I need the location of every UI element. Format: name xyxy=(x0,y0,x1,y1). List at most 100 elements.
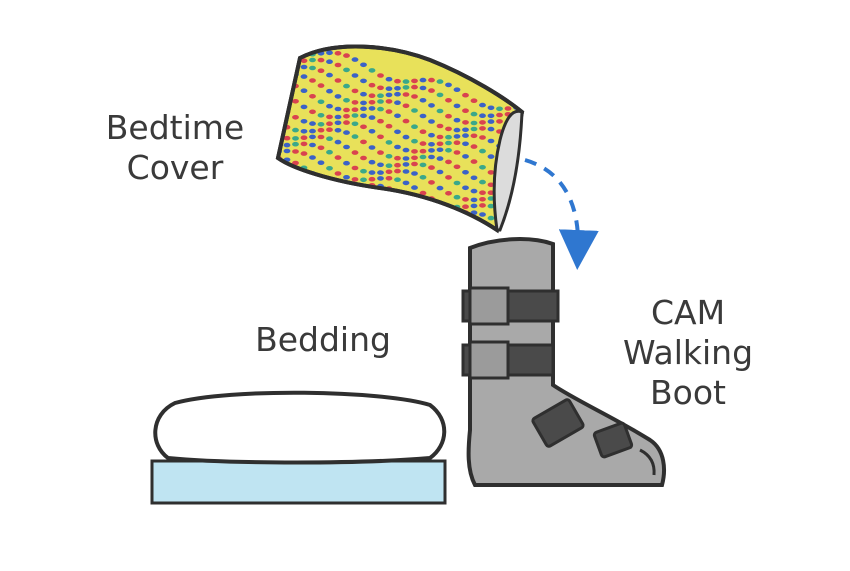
cover-pattern-dot xyxy=(309,94,316,99)
cover-pattern-dot xyxy=(317,145,325,151)
cover-pattern-dot xyxy=(402,180,410,186)
cover-pattern-dot xyxy=(470,98,478,103)
cover-pattern-dot xyxy=(402,211,410,217)
cover-pattern-dot xyxy=(419,77,427,83)
cover-pattern-dot xyxy=(479,190,486,195)
cover-pattern-dot xyxy=(479,148,486,154)
cover-pattern-dot xyxy=(377,150,384,155)
cover-pattern-dot xyxy=(530,226,537,231)
cover-pattern-dot xyxy=(351,227,359,231)
cover-pattern-dot xyxy=(411,149,418,154)
label-bedtime-cover: Bedtime Cover xyxy=(95,108,255,188)
cover-pattern-dot xyxy=(403,246,410,251)
cover-pattern-dot xyxy=(278,46,282,48)
cover-pattern-dot xyxy=(445,140,452,146)
cover-pattern-dot xyxy=(278,66,282,71)
cover-pattern-dot xyxy=(385,201,393,206)
cover-pattern-dot xyxy=(394,144,401,150)
cover-pattern-dot xyxy=(530,134,537,139)
cover-pattern-dot xyxy=(300,135,308,140)
cover-pattern-dot xyxy=(343,98,350,103)
cover-pattern-dot xyxy=(377,93,384,98)
cover-pattern-dot xyxy=(343,107,350,113)
cover-pattern-dot xyxy=(470,221,478,226)
cover-pattern-dot xyxy=(317,122,325,127)
cover-pattern-dot xyxy=(487,182,495,188)
cover-pattern-dot xyxy=(309,186,316,192)
cover-pattern-dot xyxy=(521,128,522,133)
cover-pattern-dot xyxy=(360,168,367,174)
cover-pattern-dot xyxy=(283,47,291,53)
cover-pattern-dot xyxy=(445,175,452,180)
cover-pattern-dot xyxy=(470,120,478,126)
cover-pattern-dot xyxy=(428,132,435,138)
cover-pattern-dot xyxy=(530,195,537,200)
cover-pattern-dot xyxy=(292,204,299,210)
cover-pattern-dot xyxy=(471,236,478,241)
cover-pattern-dot xyxy=(326,213,333,218)
cover-pattern-dot xyxy=(385,140,393,145)
cover-pattern-dot xyxy=(326,88,333,94)
cover-pattern-dot xyxy=(267,192,274,197)
cover-pattern-dot xyxy=(411,171,418,176)
cover-pattern-dot xyxy=(504,226,512,231)
cover-pattern-dot xyxy=(487,126,495,132)
cover-pattern-dot xyxy=(462,218,469,224)
cover-pattern-dot xyxy=(309,57,316,63)
cover-pattern-dot xyxy=(436,185,444,191)
cover-pattern-dot xyxy=(436,108,444,114)
cover-pattern-dot xyxy=(521,144,522,149)
cover-pattern-dot xyxy=(351,134,359,139)
cover-pattern-dot xyxy=(326,166,333,171)
cover-pattern-dot xyxy=(462,141,469,147)
cover-pattern-dot xyxy=(394,86,401,91)
cover-pattern-dot xyxy=(278,120,282,125)
cover-pattern-dot xyxy=(283,219,291,225)
cover-pattern-dot xyxy=(267,79,274,84)
label-bedtime-cover-line2: Cover xyxy=(126,148,224,187)
cover-pattern-dot xyxy=(402,79,410,84)
cover-pattern-dot xyxy=(411,161,418,167)
cover-pattern-dot xyxy=(385,92,393,98)
cover-pattern-dot xyxy=(368,170,376,175)
cover-pattern-dot xyxy=(326,103,333,109)
cover-pattern-dot xyxy=(402,85,410,90)
cover-pattern-dot xyxy=(377,99,384,104)
cover-pattern-dot xyxy=(267,208,274,213)
cover-pattern-dot xyxy=(470,197,478,203)
cover-pattern-dot xyxy=(445,211,452,217)
pillow xyxy=(153,390,447,465)
cover-pattern-dot xyxy=(419,148,427,154)
cover-pattern-dot xyxy=(386,253,393,258)
cover-pattern-dot xyxy=(385,163,393,168)
cover-pattern-dot xyxy=(360,246,367,251)
cover-pattern-dot xyxy=(267,73,274,78)
cover-pattern-dot xyxy=(402,195,410,201)
cover-pattern-dot xyxy=(317,83,325,88)
cover-pattern-dot xyxy=(360,216,367,222)
cover-pattern-dot xyxy=(521,104,522,110)
cover-pattern-dot xyxy=(436,211,444,217)
cover-pattern-dot xyxy=(334,205,342,210)
cover-pattern-dot xyxy=(360,139,367,145)
cover-pattern-dot xyxy=(428,165,435,170)
cover-pattern-dot xyxy=(394,246,401,251)
cover-pattern-dot xyxy=(445,113,452,119)
cover-pattern-dot xyxy=(317,211,325,217)
cover-pattern-dot xyxy=(309,155,316,160)
cover-pattern-dot xyxy=(411,215,418,221)
cover-pattern-dot xyxy=(377,162,384,168)
cover-pattern-dot xyxy=(368,222,376,227)
cover-pattern-dot xyxy=(385,109,393,114)
cover-pattern-dot xyxy=(487,113,495,119)
cover-pattern-dot xyxy=(267,143,274,148)
cover-pattern-dot xyxy=(394,254,401,259)
cover-pattern-dot xyxy=(487,154,495,159)
cover-pattern-dot xyxy=(385,123,393,129)
cover-pattern-dot xyxy=(267,115,274,120)
cover-pattern-dot xyxy=(368,82,376,88)
cover-pattern-dot xyxy=(360,78,367,84)
cover-pattern-dot xyxy=(445,225,452,230)
cover-pattern-dot xyxy=(343,114,350,119)
